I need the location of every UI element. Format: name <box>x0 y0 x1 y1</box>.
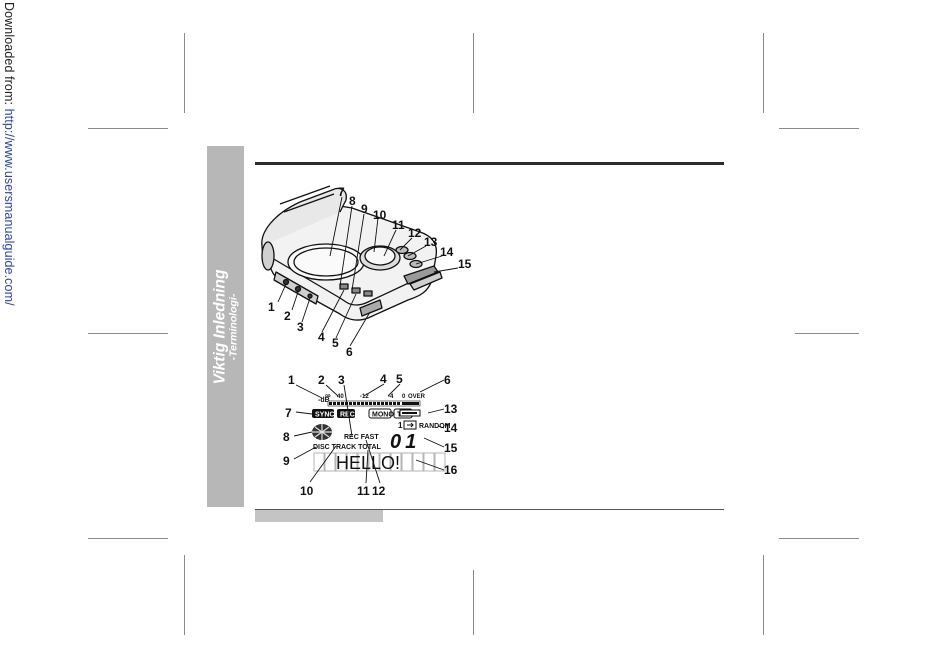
level-over-label: OVER <box>408 394 426 400</box>
display-callout: 7 <box>285 406 292 420</box>
mono-label: MONO <box>372 412 394 419</box>
repeat-icon: 1 <box>398 421 416 430</box>
level-0-label: 0 <box>402 394 406 400</box>
display-callout: 13 <box>444 402 458 416</box>
crop-mark <box>779 538 859 539</box>
crop-mark <box>184 33 185 113</box>
crop-mark <box>184 555 185 635</box>
display-callout: 15 <box>444 441 458 455</box>
display-callout: 12 <box>372 484 386 498</box>
section-title: Viktig Inledning <box>212 269 228 384</box>
player-callout: 6 <box>346 345 353 359</box>
lcd-display-diagram: -dB ∞ 40 -12 -4 0 OVER SYNC REC MONO TOC… <box>280 368 465 500</box>
player-callout: 2 <box>284 309 291 323</box>
crop-mark <box>795 333 859 334</box>
crop-mark <box>473 570 474 635</box>
minidisc-player-illustration: 7 8 9 10 11 12 13 14 15 1 2 3 4 5 6 <box>255 175 485 360</box>
side-tab-title-block: Viktig Inledning -Terminologi- <box>207 146 244 507</box>
display-callout: 2 <box>318 373 325 387</box>
player-callout: 8 <box>349 194 356 208</box>
footer-bar <box>255 510 383 522</box>
player-callout: 3 <box>297 320 304 334</box>
repeat-one-label: 1 <box>398 421 403 430</box>
display-callout: 10 <box>300 484 314 498</box>
player-callout: 12 <box>408 226 422 240</box>
disc-track-total-label: DISC TRACK TOTAL <box>313 444 382 451</box>
player-callout: 1 <box>268 300 275 314</box>
display-callout: 5 <box>396 372 403 386</box>
crop-mark <box>473 33 474 113</box>
player-callout: 4 <box>318 330 325 344</box>
display-callout: 1 <box>288 373 295 387</box>
rec-label: REC <box>340 412 355 419</box>
sync-label: SYNC <box>315 412 334 419</box>
crop-mark <box>763 33 764 113</box>
display-callout: 8 <box>283 430 290 444</box>
download-note: Downloaded from: http://www.usersmanualg… <box>2 2 16 306</box>
disc-icon <box>312 424 332 440</box>
display-callout: 14 <box>444 421 458 435</box>
display-callout: 16 <box>444 463 458 477</box>
level-infinity-label: ∞ <box>325 391 331 400</box>
track-number-digits: 01 <box>390 431 420 453</box>
player-callout: 15 <box>458 257 472 271</box>
header-rule <box>255 162 724 165</box>
display-callout: 3 <box>338 373 345 387</box>
crop-mark <box>88 538 168 539</box>
player-callout: 9 <box>361 202 368 216</box>
crop-mark <box>779 128 859 129</box>
crop-mark <box>88 333 168 334</box>
level-12-label: -12 <box>360 394 369 400</box>
display-callout: 4 <box>380 372 387 386</box>
download-note-prefix: Downloaded from: <box>2 2 16 109</box>
level-40-label: 40 <box>337 394 344 400</box>
player-callout: 7 <box>338 185 345 199</box>
player-callout: 10 <box>373 208 387 222</box>
player-callout: 14 <box>440 245 454 259</box>
rec-fast-label: REC FAST <box>344 434 379 441</box>
player-callout: 11 <box>392 218 405 232</box>
level-meter-segments <box>328 401 420 406</box>
display-callout: 9 <box>283 454 290 468</box>
crop-mark <box>88 128 168 129</box>
section-subtitle: -Terminologi- <box>228 269 239 384</box>
download-note-url[interactable]: http://www.usersmanualguide.com/ <box>2 109 16 306</box>
player-callout: 5 <box>332 336 339 350</box>
display-callout: 11 <box>357 484 370 498</box>
crop-mark <box>763 555 764 635</box>
display-callout: 6 <box>444 373 451 387</box>
player-callout: 13 <box>424 235 438 249</box>
